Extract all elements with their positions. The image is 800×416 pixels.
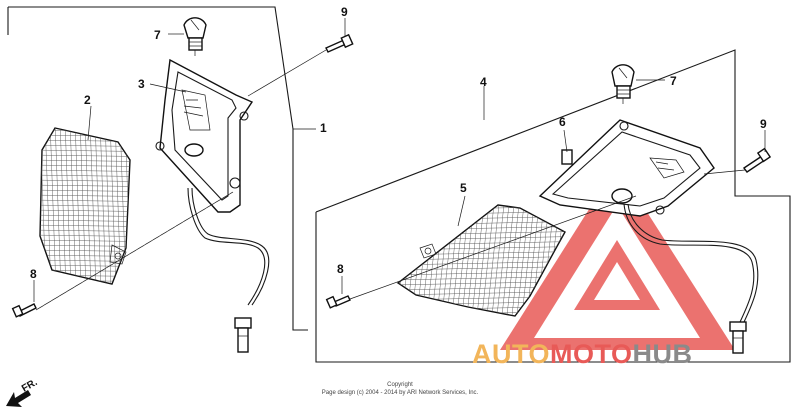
callout-8-right: 8	[337, 262, 344, 276]
copyright-credit: Page design (c) 2004 - 2014 by ARI Netwo…	[322, 390, 479, 396]
footer: Copyright Page design (c) 2004 - 2014 by…	[322, 382, 479, 396]
arrow-icon	[6, 390, 31, 407]
right-assembly-frame	[315, 49, 791, 363]
callout-9-right: 9	[760, 117, 767, 131]
copyright-label: Copyright	[387, 382, 413, 388]
watermark-logo: AUTOMOTOHUB	[472, 339, 693, 369]
watermark-triangle	[500, 165, 735, 350]
callout-7-left: 7	[154, 28, 161, 42]
callout-2: 2	[84, 93, 91, 107]
left-screw-9	[325, 33, 354, 53]
callouts: 1 2 3 7 9 8 4 5 6 7 9 8	[30, 5, 767, 281]
left-bulb	[183, 17, 207, 56]
callout-8-left: 8	[30, 267, 37, 281]
right-wiring	[623, 203, 759, 354]
direction-label: FR.	[20, 377, 40, 395]
left-housing	[155, 58, 254, 213]
right-bulb	[611, 64, 635, 104]
watermark-moto: MOTO	[550, 339, 633, 369]
svg-text:AUTOMOTOHUB: AUTOMOTOHUB	[472, 339, 693, 369]
right-screw-9	[742, 147, 772, 173]
right-screw-8	[325, 295, 351, 309]
watermark-hub: HUB	[633, 339, 693, 369]
left-wiring	[187, 187, 270, 353]
watermark-auto: AUTO	[472, 339, 550, 369]
callout-1: 1	[320, 121, 327, 135]
left-screw-8	[11, 303, 37, 318]
left-assembly-frame	[7, 6, 316, 331]
right-leaders	[341, 79, 766, 300]
callout-5: 5	[460, 181, 467, 195]
callout-7-right: 7	[670, 74, 677, 88]
left-leaders	[33, 18, 346, 311]
callout-9-left: 9	[341, 5, 348, 19]
front-direction-indicator: FR.	[6, 377, 40, 407]
callout-4: 4	[480, 75, 487, 89]
callout-3: 3	[138, 77, 145, 91]
right-housing	[538, 119, 715, 217]
callout-6: 6	[559, 115, 566, 129]
left-lens	[39, 127, 131, 285]
